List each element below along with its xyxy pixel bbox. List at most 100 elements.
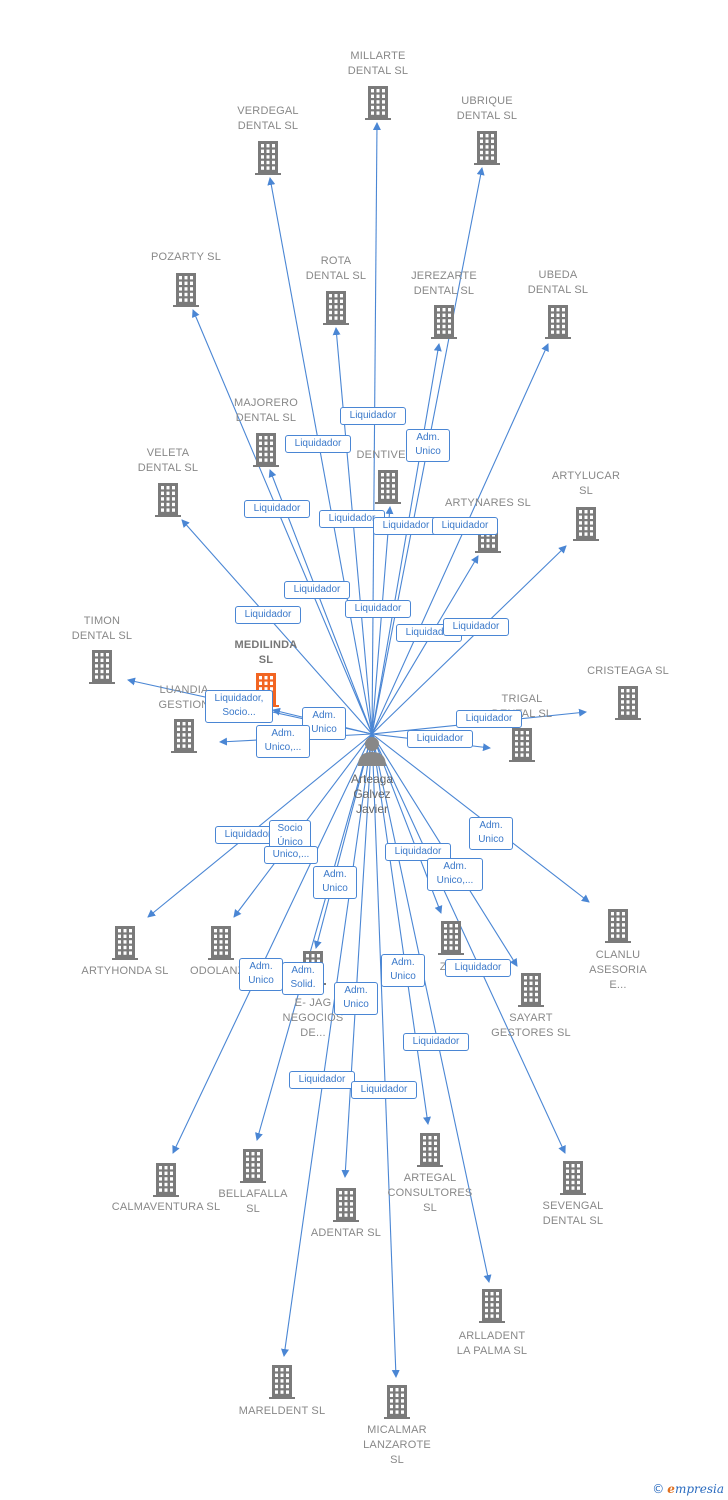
building-icon-micalmar[interactable] [384,1385,410,1419]
company-label-pozarty[interactable]: POZARTY SL [150,251,222,263]
building-icon-artegal[interactable] [417,1133,443,1167]
building-icon-clanlu[interactable] [605,909,631,943]
company-label-millarte[interactable]: MILLARTE DENTAL SL [347,50,409,77]
role-label[interactable]: Liquidador [289,1071,355,1089]
building-icon-mareldent[interactable] [269,1365,295,1399]
role-label[interactable]: Adm. Unico [302,707,346,740]
building-icon-ubeda[interactable] [545,305,571,339]
role-label[interactable]: Liquidador [284,581,350,599]
building-icon-dentivela[interactable] [375,470,401,504]
building-icon-bellafalla[interactable] [240,1149,266,1183]
role-label[interactable]: Liquidador [340,407,406,425]
company-label-micalmar[interactable]: MICALMAR LANZAROTE SL [363,1424,431,1466]
company-label-medilinda[interactable]: MEDILINDA SL [234,639,298,666]
person-label: Arteaga Galvez Javier [350,772,394,816]
building-icon-jerezarte[interactable] [431,305,457,339]
company-label-artyhonda[interactable]: ARTYHONDA SL [81,965,169,977]
building-icon-cristeaga[interactable] [615,686,641,720]
role-label[interactable]: Liquidador [443,618,509,636]
company-label-jerezarte[interactable]: JEREZARTE DENTAL SL [411,270,477,297]
building-icon-veleta[interactable] [155,483,181,517]
role-label[interactable]: Adm. Unico [239,958,283,991]
company-label-odolanza[interactable]: ODOLANZA [189,965,253,977]
role-label[interactable]: Adm. Unico [313,866,357,899]
edge-pozarty [192,309,373,735]
company-label-mareldent[interactable]: MARELDENT SL [238,1405,326,1417]
role-label[interactable]: Liquidador [403,1033,469,1051]
company-label-luandia[interactable]: LUANDIA GESTION [158,684,210,711]
company-label-artegal[interactable]: ARTEGAL CONSULTORES SL [387,1172,473,1214]
building-icon-millarte[interactable] [365,86,391,120]
role-label[interactable]: Adm. Unico [406,429,450,462]
building-icon-ubrique[interactable] [474,131,500,165]
company-label-clanlu[interactable]: CLANLU ASESORIA E... [589,949,647,991]
company-label-verdegal[interactable]: VERDEGAL DENTAL SL [237,105,299,132]
building-icon-trigal[interactable] [509,728,535,762]
role-label[interactable]: Liquidador [345,600,411,618]
role-label[interactable]: Liquidador, Socio... [205,690,273,723]
building-icon-calmaventura[interactable] [153,1163,179,1197]
building-icon-arlladent[interactable] [479,1289,505,1323]
company-label-artynares[interactable]: ARTYNARES SL [445,497,531,509]
role-label[interactable]: Unico,... [264,846,318,864]
role-label[interactable]: Liquidador [235,606,301,624]
edge-millarte [371,122,381,735]
company-label-dentivela[interactable]: DENTIVELA [356,449,420,461]
role-label[interactable]: Liquidador [351,1081,417,1099]
role-label[interactable]: Liquidador [385,843,451,861]
building-icon-sevengal[interactable] [560,1161,586,1195]
company-label-cristeaga[interactable]: CRISTEAGA SL [587,665,669,677]
edge-micalmar [371,733,400,1378]
person-icon [358,737,386,766]
role-label[interactable]: Adm. Unico,... [256,725,310,758]
edge-sevengal [371,733,566,1154]
role-label[interactable]: Liquidador [456,710,522,728]
building-icon-artyhonda[interactable] [112,926,138,960]
building-icon-luandia[interactable] [171,719,197,753]
edge-verdegal [267,177,373,735]
role-label[interactable]: Liquidador [407,730,473,748]
company-label-ubrique[interactable]: UBRIQUE DENTAL SL [456,95,518,122]
building-icon-rota[interactable] [323,291,349,325]
building-icon-pozarty[interactable] [173,273,199,307]
company-label-rota[interactable]: ROTA DENTAL SL [305,255,367,282]
building-icon-odolanza[interactable] [208,926,234,960]
role-label[interactable]: Adm. Unico [334,982,378,1015]
building-icon-adentar[interactable] [333,1188,359,1222]
role-label[interactable]: Adm. Solid. [282,962,324,995]
company-label-sayart[interactable]: SAYART GESTORES SL [491,1012,571,1039]
building-icon-sayart[interactable] [518,973,544,1007]
building-icon-zar[interactable] [438,921,464,955]
role-label[interactable]: Liquidador [445,959,511,977]
company-label-timon[interactable]: TIMON DENTAL SL [71,615,133,642]
role-label[interactable]: Liquidador [244,500,310,518]
edge-dentivela [371,506,394,735]
company-label-calmaventura[interactable]: CALMAVENTURA SL [111,1201,221,1213]
company-label-bellafalla[interactable]: BELLAFALLA SL [218,1188,288,1215]
company-label-artylucar[interactable]: ARTYLUCAR SL [551,470,621,497]
building-icon-majorero[interactable] [253,433,279,467]
edge-ubeda [371,343,549,735]
edge-artyhonda [147,733,373,918]
building-icon-timon[interactable] [89,650,115,684]
role-label[interactable]: Adm. Unico [469,817,513,850]
nodes-layer [89,86,641,1419]
role-label[interactable]: Liquidador [285,435,351,453]
company-label-veleta[interactable]: VELETA DENTAL SL [137,447,199,474]
person-node[interactable] [358,737,386,766]
role-label[interactable]: Liquidador [373,517,439,535]
role-label[interactable]: Liquidador [432,517,498,535]
brand-logo-text: mpresia [674,1482,724,1496]
company-label-adentar[interactable]: ADENTAR SL [310,1227,382,1239]
role-label[interactable]: Liquidador [319,510,385,528]
company-label-ubeda[interactable]: UBEDA DENTAL SL [527,269,589,296]
building-icon-verdegal[interactable] [255,141,281,175]
role-label[interactable]: Adm. Unico,... [427,858,483,891]
company-label-sevengal[interactable]: SEVENGAL DENTAL SL [542,1200,604,1227]
company-label-ejag[interactable]: E- JAG NEGOCIOS DE... [282,997,344,1039]
role-label[interactable]: Adm. Unico [381,954,425,987]
footer-brand: ©empresia [652,1482,724,1496]
company-label-arlladent[interactable]: ARLLADENT LA PALMA SL [456,1330,528,1357]
building-icon-artylucar[interactable] [573,507,599,541]
company-label-majorero[interactable]: MAJORERO DENTAL SL [234,397,298,424]
